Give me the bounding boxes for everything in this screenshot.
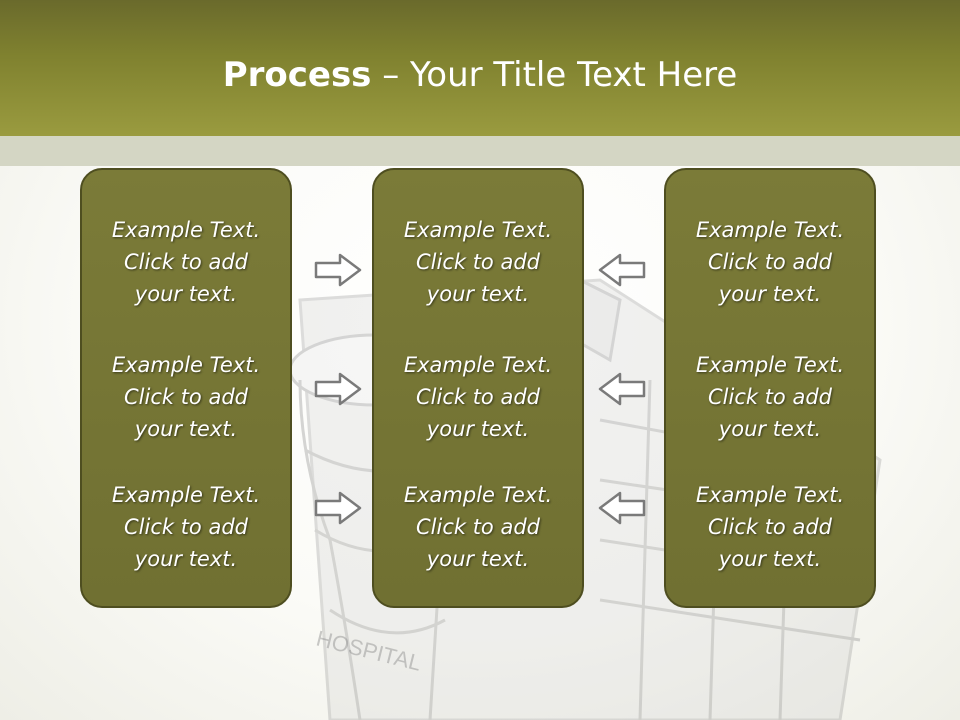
title-bar bbox=[0, 0, 960, 136]
slide-title[interactable]: Process – Your Title Text Here bbox=[0, 52, 960, 98]
process-box-3[interactable]: Example Text. Click to add your text. Ex… bbox=[664, 168, 876, 608]
box-3-text-2[interactable]: Example Text. Click to add your text. bbox=[695, 353, 845, 441]
left-arrow-icon bbox=[598, 253, 646, 287]
box-2-text-3[interactable]: Example Text. Click to add your text. bbox=[403, 483, 553, 571]
header-band bbox=[0, 136, 960, 166]
box-1-text-1[interactable]: Example Text. Click to add your text. bbox=[111, 218, 261, 306]
box-2-text-2[interactable]: Example Text. Click to add your text. bbox=[403, 353, 553, 441]
box-1-text-3[interactable]: Example Text. Click to add your text. bbox=[111, 483, 261, 571]
box-3-text-3[interactable]: Example Text. Click to add your text. bbox=[695, 483, 845, 571]
box-3-text-1[interactable]: Example Text. Click to add your text. bbox=[695, 218, 845, 306]
title-bold: Process bbox=[222, 55, 372, 95]
right-arrow-icon bbox=[314, 491, 362, 525]
left-arrow-icon bbox=[598, 491, 646, 525]
process-box-2[interactable]: Example Text. Click to add your text. Ex… bbox=[372, 168, 584, 608]
process-box-1[interactable]: Example Text. Click to add your text. Ex… bbox=[80, 168, 292, 608]
title-rest: – Your Title Text Here bbox=[371, 55, 738, 95]
right-arrow-icon bbox=[314, 372, 362, 406]
box-1-text-2[interactable]: Example Text. Click to add your text. bbox=[111, 353, 261, 441]
box-2-text-1[interactable]: Example Text. Click to add your text. bbox=[403, 218, 553, 306]
right-arrow-icon bbox=[314, 253, 362, 287]
left-arrow-icon bbox=[598, 372, 646, 406]
